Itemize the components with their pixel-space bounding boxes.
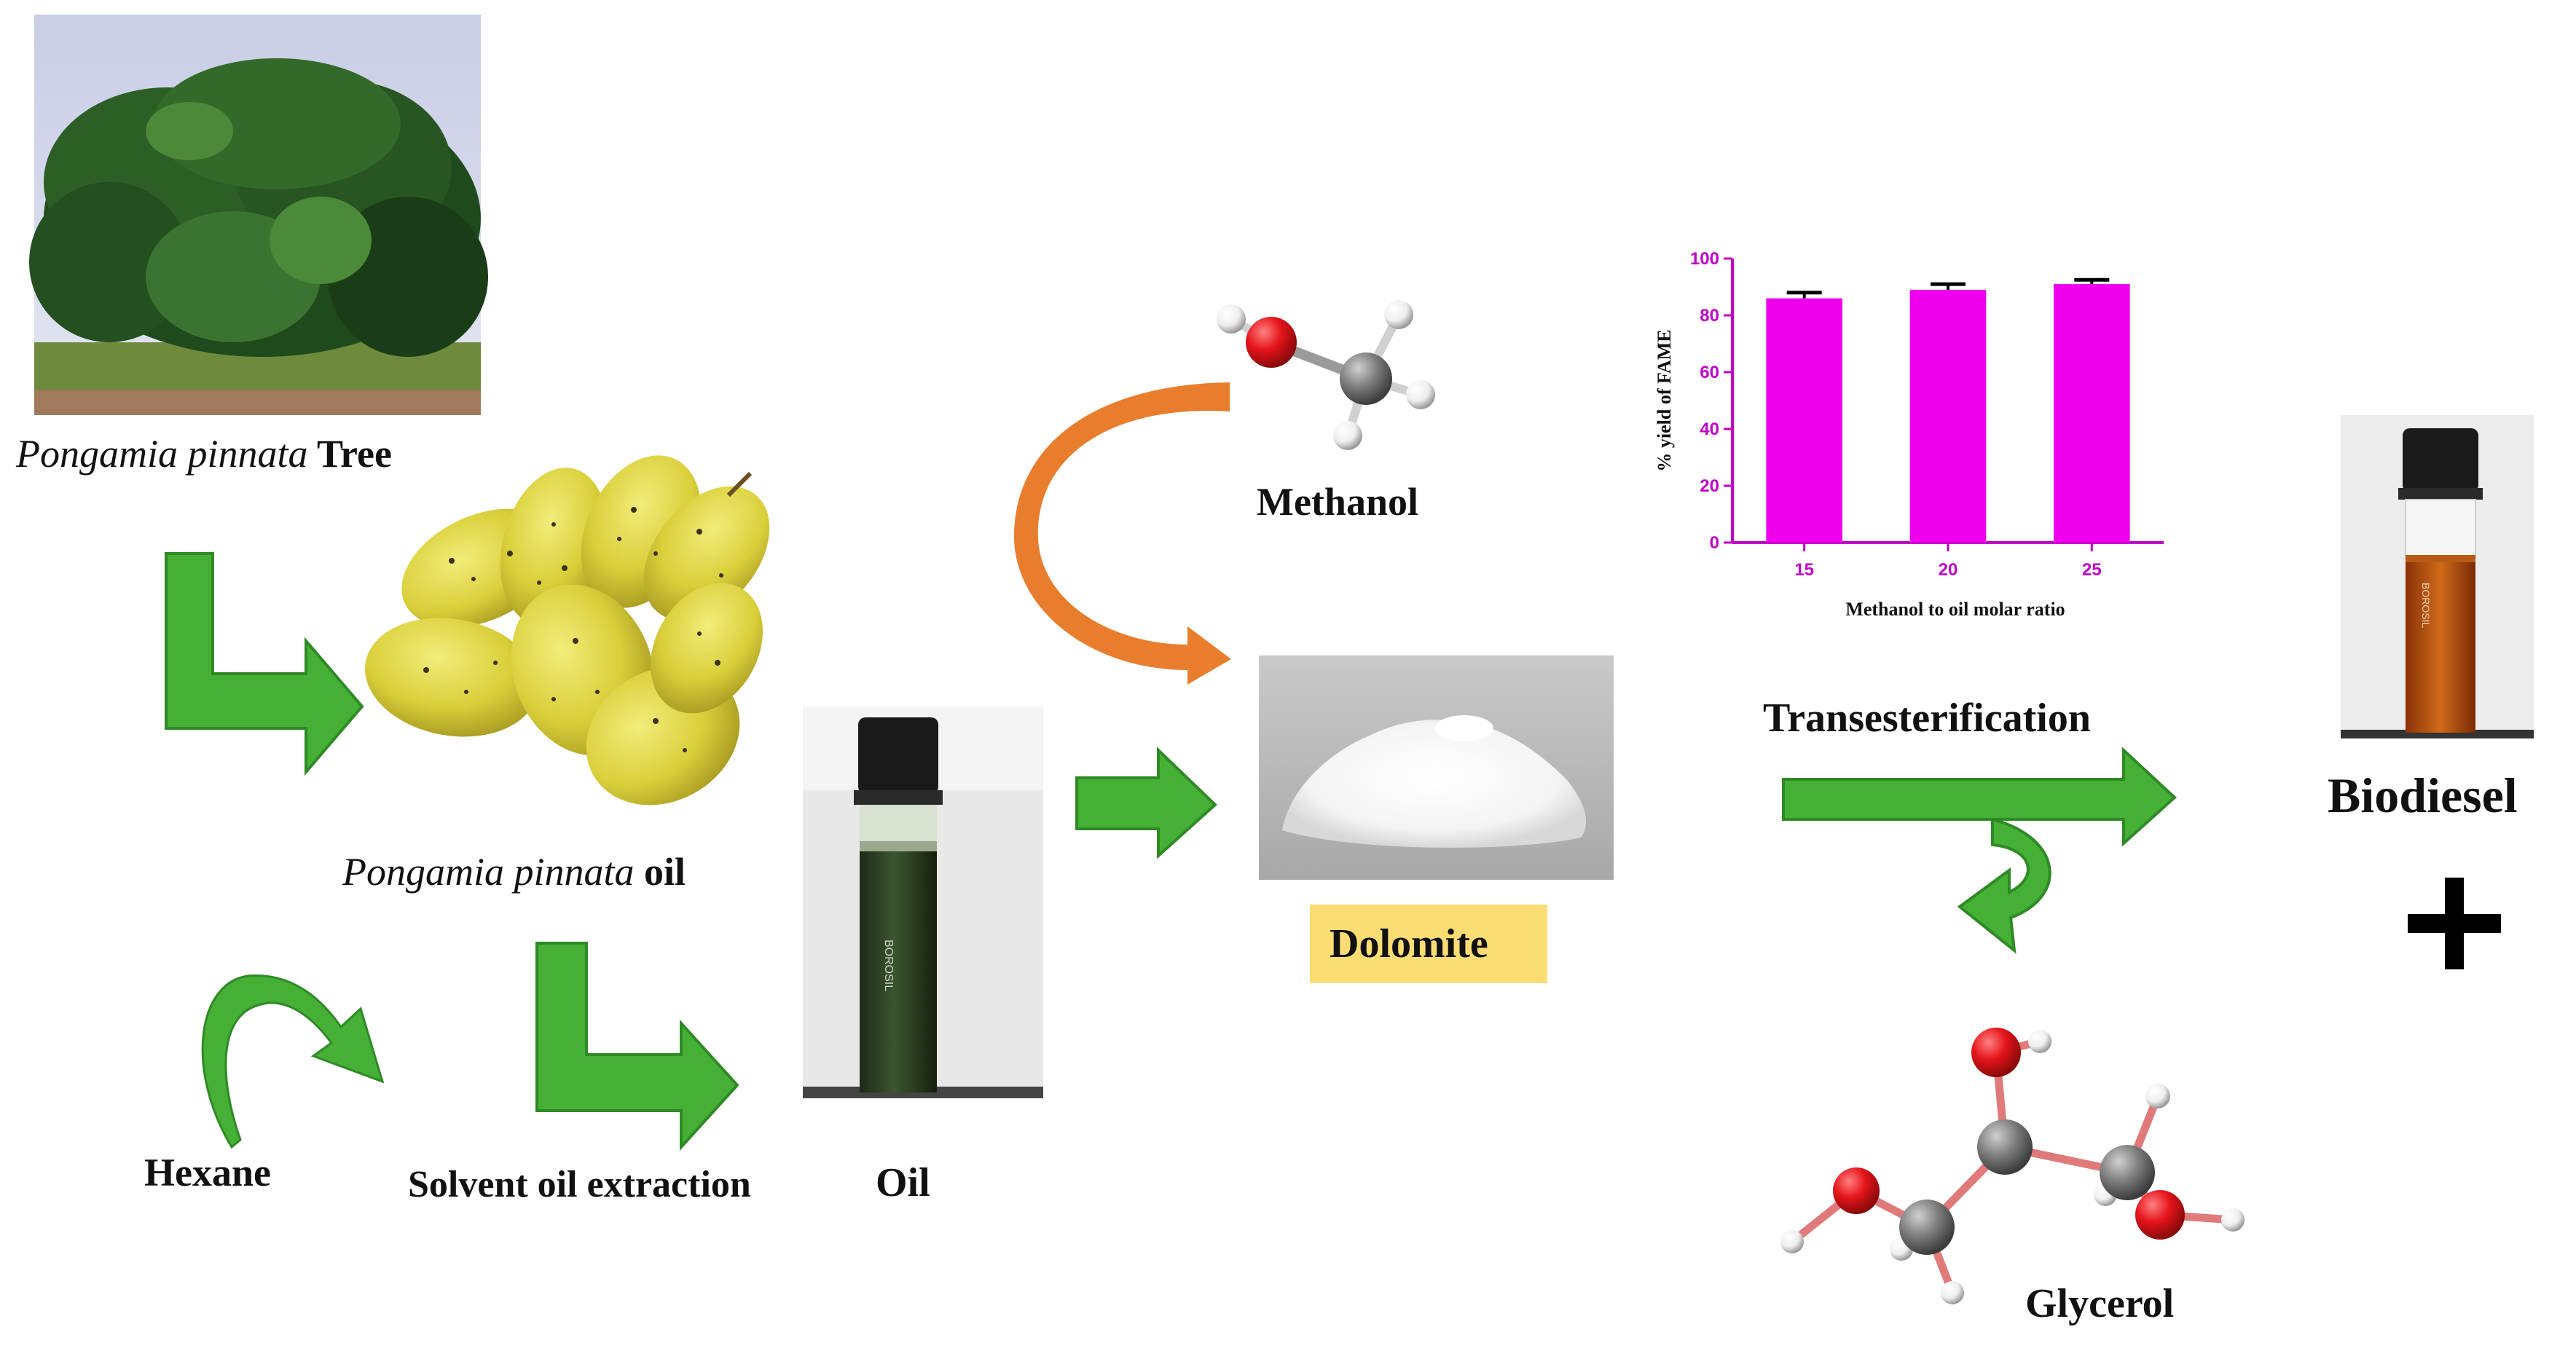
methanol-molecule bbox=[1217, 300, 1435, 450]
hexane-label: Hexane bbox=[144, 1153, 271, 1192]
oil-to-extraction-arrow bbox=[537, 943, 737, 1147]
oil-to-dolomite-arrow bbox=[1077, 750, 1215, 856]
dolomite-photo bbox=[1259, 655, 1614, 880]
tree-photo bbox=[29, 15, 488, 415]
transesterification-arrow bbox=[1783, 750, 2175, 843]
chart-y-tick-label: 20 bbox=[1700, 476, 1719, 496]
glycerol-atoms bbox=[1780, 1028, 2245, 1304]
oil-source-label: Pongamia pinnata oil bbox=[342, 852, 686, 891]
chart-x-tick-label: 25 bbox=[2082, 560, 2102, 580]
glycerol-curved-arrow bbox=[1960, 819, 2050, 950]
oil-label: Oil bbox=[876, 1162, 930, 1203]
tree-species-text: Pongamia pinnata bbox=[16, 432, 308, 476]
chart-x-axis-title: Methanol to oil molar ratio bbox=[1845, 599, 2065, 620]
crude-oil-vial: BOROSIL bbox=[803, 706, 1043, 1098]
tree-to-pods-arrow bbox=[166, 554, 362, 772]
biodiesel-vial-brand-text: BOROSIL bbox=[2420, 583, 2432, 628]
biodiesel-label: Biodiesel bbox=[2328, 771, 2518, 820]
chart-y-tick-label: 100 bbox=[1690, 249, 1719, 269]
dolomite-label: Dolomite bbox=[1330, 923, 1488, 964]
tree-label: Pongamia pinnata Tree bbox=[16, 434, 392, 473]
chart-x-tick-label: 15 bbox=[1794, 560, 1814, 580]
chart-bar bbox=[1766, 299, 1842, 543]
tree-suffix-text: Tree bbox=[317, 432, 392, 476]
vial-brand-text: BOROSIL bbox=[882, 940, 895, 991]
oil-suffix-text: oil bbox=[644, 850, 686, 894]
solvent-extraction-label: Solvent oil extraction bbox=[408, 1166, 751, 1204]
chart-bar bbox=[1910, 290, 1987, 543]
chart-y-tick-label: 80 bbox=[1700, 306, 1719, 326]
pods-photo bbox=[356, 436, 795, 832]
chart-y-tick-label: 60 bbox=[1700, 363, 1719, 382]
chart-y-tick-label: 0 bbox=[1710, 533, 1719, 553]
chart-bar bbox=[2054, 284, 2130, 543]
transesterification-label: Transesterification bbox=[1763, 698, 2091, 738]
biodiesel-vial: BOROSIL bbox=[2341, 415, 2534, 738]
methanol-label: Methanol bbox=[1257, 482, 1418, 521]
methanol-to-dolomite-arrow bbox=[1014, 382, 1231, 685]
chart-x-tick-label: 20 bbox=[1939, 560, 1958, 580]
glycerol-label: Glycerol bbox=[2025, 1283, 2174, 1324]
chart-y-tick-label: 40 bbox=[1700, 420, 1719, 439]
plus-sign bbox=[2408, 878, 2501, 969]
chart-y-axis-title: % yield of FAME bbox=[1654, 329, 1675, 471]
hexane-curved-arrow bbox=[203, 976, 382, 1147]
oil-species-text: Pongamia pinnata bbox=[342, 850, 635, 894]
